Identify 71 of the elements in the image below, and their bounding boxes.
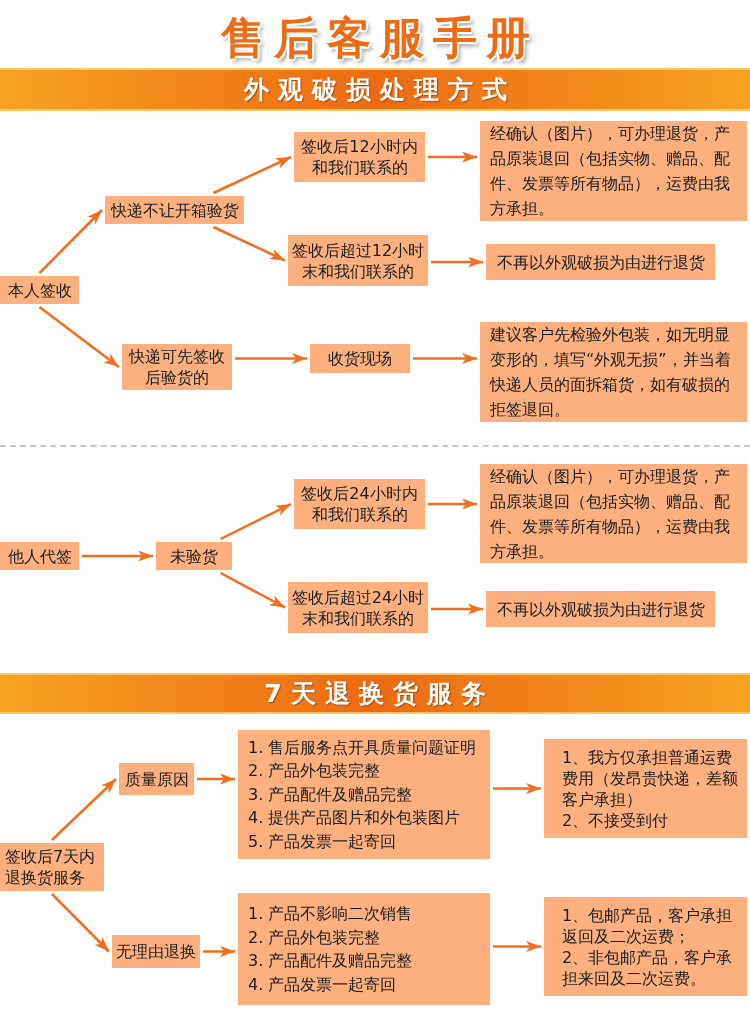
step-text: 签收后超过24小时末和我们联系的: [290, 586, 426, 629]
section-banner: [0, 673, 750, 714]
arrow: [82, 550, 153, 562]
arrow: [197, 773, 235, 785]
info-box: [544, 897, 747, 996]
step-text: 签收后24小时内和我们联系的: [300, 483, 419, 525]
banner-title: 7天退换货服务: [264, 678, 495, 709]
arrow: [431, 256, 483, 268]
list-item: 1. 产品不影响二次销售: [248, 903, 413, 925]
step-box: [294, 132, 425, 182]
section-banner: [0, 68, 750, 111]
arrow: [38, 209, 103, 274]
arrow: [51, 778, 117, 841]
info-text: 经确认（图片），可办理退货，产品原装退回（包括实物、赠品、配件、发票等所有物品），运费由我方承担。: [490, 465, 731, 563]
info-text: 2、不接受到付: [562, 809, 669, 831]
step-box: [0, 276, 79, 304]
step-text: 快递不让开箱验货: [110, 199, 239, 221]
arrow: [428, 151, 477, 163]
condition-box: [238, 730, 490, 859]
step-text: 本人签收: [7, 279, 72, 301]
step-box: [294, 479, 425, 529]
list-item: 4. 产品发票一起寄回: [248, 973, 397, 996]
condition-box: [238, 893, 490, 1005]
info-box: [0, 843, 104, 891]
step-text: 签收后12小时内和我们联系的: [300, 136, 419, 178]
step-box: [486, 591, 715, 627]
arrow: [428, 498, 477, 510]
step-text: 不再以外观破损为由进行退货: [496, 598, 705, 620]
info-box: [544, 739, 747, 838]
list-item: 3. 产品配件及赠品完整: [248, 783, 413, 806]
arrow: [493, 941, 541, 952]
list-item: 2. 产品外包装完整: [248, 760, 381, 783]
list-item: 5. 产品发票一起寄回: [248, 830, 397, 853]
info-text: 建议客户先检验外包装，如无明显变形的，填写“外观无损”，并当着快递人员的面拆箱货，如有破损的拒签退回。: [490, 324, 732, 421]
arrow: [220, 502, 292, 541]
info-text: 1、包邮产品，客户承担返回及二次运费；: [562, 904, 734, 947]
list-item: 2. 产品外包装完整: [248, 926, 381, 949]
arrow: [493, 783, 541, 794]
info-text: 经确认（图片），可办理退货，产品原装退回（包括实物、赠品、配件、发票等所有物品），运费由我方承担。: [490, 123, 731, 220]
step-text: 签收后超过12小时末和我们联系的: [290, 239, 426, 282]
step-text: 不再以外观破损为由进行退货: [496, 251, 705, 273]
list-item: 3. 产品配件及赠品完整: [248, 950, 413, 972]
step-box: [122, 344, 232, 390]
step-box: [105, 196, 244, 224]
arrow: [203, 946, 235, 957]
step-box: [486, 244, 715, 280]
info-text: 签收后7天内退换货服务: [5, 846, 97, 888]
step-text: 质量原因: [124, 768, 189, 790]
list-item: 4. 提供产品图片和外包装图片: [248, 807, 461, 830]
arrow: [38, 306, 120, 368]
info-text: 2、非包邮产品，客户承担来回及二次运费。: [562, 946, 734, 989]
arrow: [235, 353, 307, 364]
page-title: 售后客服手册: [220, 13, 539, 63]
step-text: 他人代签: [7, 545, 72, 567]
step-text: 未验货: [170, 545, 218, 567]
arrow: [220, 571, 286, 609]
step-text: 收货现场: [328, 348, 392, 369]
arrow: [212, 225, 286, 262]
arrow: [413, 353, 477, 364]
arrow: [51, 893, 110, 953]
step-box: [156, 542, 232, 570]
info-text: 1、我方仅承担普通运费费用（发昂贵快递，差额客户承担）: [562, 746, 738, 810]
arrow: [212, 155, 292, 195]
step-box: [0, 542, 79, 570]
step-text: 快递可先签收后验货的: [127, 346, 226, 388]
step-box: [310, 344, 410, 373]
arrow: [431, 603, 483, 615]
banner-title: 外观破损处理方式: [243, 74, 516, 105]
list-item: 1. 售后服务点开具质量问题证明: [248, 736, 477, 759]
step-text: 无理由退换: [116, 941, 196, 962]
step-box: [112, 935, 200, 968]
